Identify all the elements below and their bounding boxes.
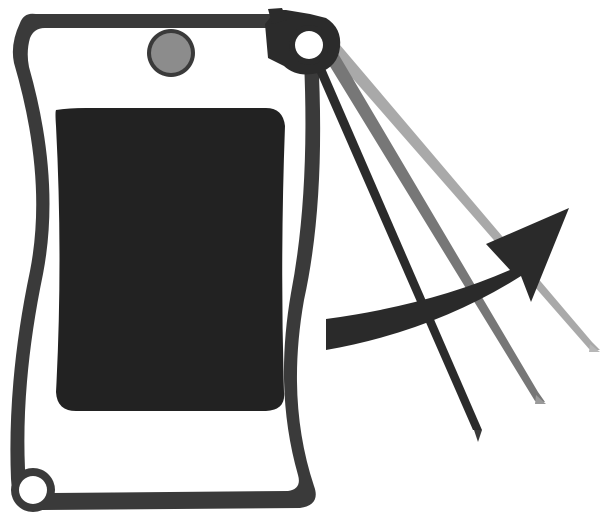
- curved-arrow-icon: [326, 208, 569, 350]
- stylus-ghost-mid: [320, 40, 546, 404]
- screen-panel: [56, 108, 286, 411]
- stylus-active: [310, 52, 482, 442]
